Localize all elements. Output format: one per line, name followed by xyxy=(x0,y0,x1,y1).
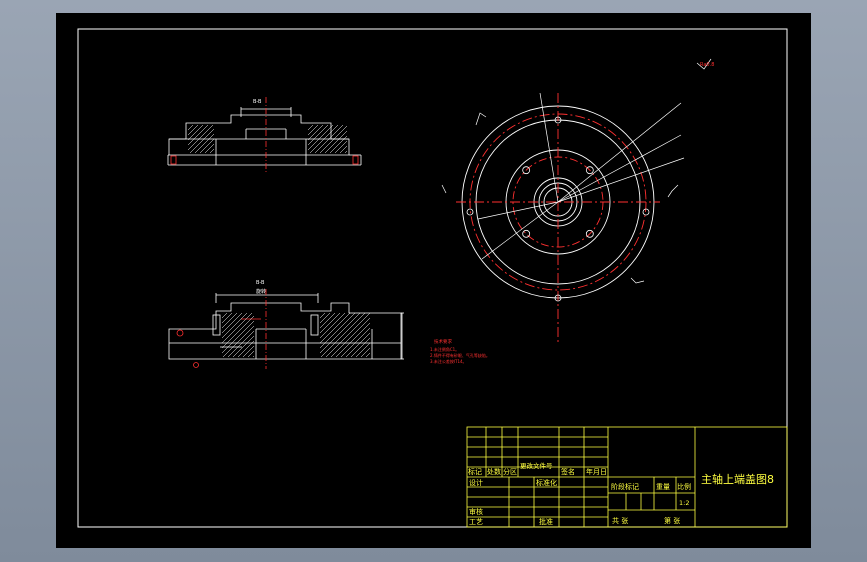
tech-note-item-3: 3.未注公差按IT14。 xyxy=(430,358,467,364)
header-date: 年月日 xyxy=(586,467,607,476)
technical-notes: 技术要求 1.未注倒角C1。 2.铸件不得有砂眼、气孔等缺陷。 3.未注公差按I… xyxy=(430,338,490,364)
tech-note-item-1: 1.未注倒角C1。 xyxy=(430,346,459,352)
standardization-label: 标准化 xyxy=(536,478,557,487)
drawing-title: 主轴上端盖图8 xyxy=(701,472,774,486)
cad-drawing-canvas[interactable]: B-B B-B xyxy=(56,13,811,548)
scale-label: 比例 xyxy=(677,482,691,491)
section-top-dim-label: B-B xyxy=(253,99,262,105)
plan-bolt-holes xyxy=(466,116,650,302)
signer-review: 审核 xyxy=(469,507,483,516)
approval-label: 批准 xyxy=(539,517,553,526)
section-view-top[interactable] xyxy=(167,97,362,173)
plan-leader-lines xyxy=(441,58,712,284)
signer-process: 工艺 xyxy=(469,518,483,526)
sheet-number: 第 张 xyxy=(664,516,680,525)
inner-border xyxy=(77,28,788,528)
section-bottom-hatch xyxy=(221,312,371,358)
plan-corner-mark: Ra0.8 xyxy=(700,62,714,68)
header-change-doc: 更改文件号 xyxy=(520,461,553,470)
header-count: 处数 xyxy=(487,467,501,476)
stage-mark-label: 阶段标记 xyxy=(611,482,639,491)
title-block[interactable] xyxy=(466,426,788,528)
header-zone: 分区 xyxy=(503,467,517,476)
section-top-hatch xyxy=(187,124,348,154)
plan-view[interactable] xyxy=(456,93,660,343)
signer-design: 设计 xyxy=(469,478,483,487)
section-view-bottom[interactable] xyxy=(168,289,404,369)
scale-value: 1:2 xyxy=(679,499,689,507)
title-block-text: 主轴上端盖图8 标记 处数 分区 更改文件号 签名 年月日 设计 审核 工艺 标… xyxy=(468,461,774,526)
tech-note-item-2: 2.铸件不得有砂眼、气孔等缺陷。 xyxy=(430,352,490,358)
header-mark: 标记 xyxy=(468,467,482,476)
total-sheets: 共 张 xyxy=(612,516,628,525)
drawing-sheet: B-B B-B xyxy=(56,13,811,548)
weight-label: 重量 xyxy=(656,483,670,491)
header-signature: 签名 xyxy=(561,467,575,476)
section-bottom-label: B-B xyxy=(256,280,265,286)
tech-notes-title: 技术要求 xyxy=(434,338,452,345)
section-bottom-sublabel: 旋转 xyxy=(256,288,266,295)
